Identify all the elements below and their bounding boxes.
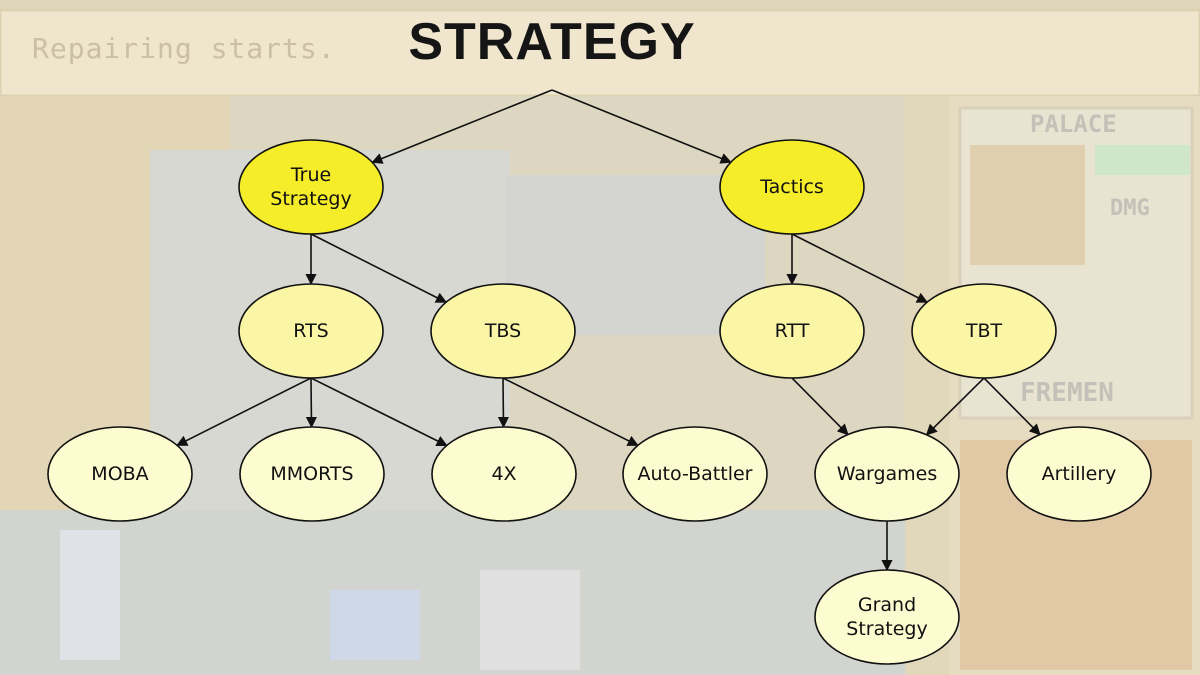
node-label-tbs: TBS [484,320,521,342]
node-ellipse-grand-strategy [814,569,960,665]
node-ellipse-moba [47,426,193,522]
edge-tbt-to-wargames [925,377,985,436]
node-wargames: Wargames [814,426,960,522]
node-ellipse-rtt [719,283,865,379]
node-label-artillery: Artillery [1042,463,1117,485]
edges [176,89,1041,572]
node-ellipse-tactics [719,139,865,235]
edge-tbs-to-auto-battler [502,377,639,447]
node-tactics: Tactics [719,139,865,235]
edge-title-to-true-strategy [371,89,553,164]
node-ellipse-wargames [814,426,960,522]
edge-rts-to-mmorts [305,377,318,429]
node-auto-battler: Auto-Battler [622,426,768,522]
node-ellipse-4x [431,426,577,522]
edge-true-strategy-to-tbs [310,233,448,303]
edge-tbs-to-4x [497,377,510,429]
node-label-wargames: Wargames [837,463,938,485]
node-label-4x: 4X [491,463,516,485]
node-ellipse-mmorts [239,426,385,522]
node-ellipse-rts [238,283,384,379]
node-moba: MOBA [47,426,193,522]
background-panel-title: PALACE [1030,110,1117,138]
node-rtt: RTT [719,283,865,379]
page-title: STRATEGY [408,13,696,71]
node-label-moba: MOBA [91,463,148,485]
edge-tbt-to-artillery [983,377,1041,436]
node-label-rtt: RTT [775,320,810,342]
node-label-rts: RTS [293,320,329,342]
node-label-grand-strategy: Strategy [846,618,927,640]
edge-title-to-tactics [551,89,732,164]
edge-tactics-to-tbt [791,233,929,303]
node-tbt: TBT [911,283,1057,379]
node-ellipse-tbs [430,283,576,379]
node-label-grand-strategy: Grand [858,594,916,616]
edge-rts-to-moba [176,377,312,447]
node-ellipse-artillery [1006,426,1152,522]
background-panel-unit: FREMEN [1020,378,1114,408]
node-label-tactics: Tactics [759,176,824,198]
node-ellipse-true-strategy [238,139,384,235]
background-status-text: Repairing starts. [32,32,336,65]
node-4x: 4X [431,426,577,522]
node-label-tbt: TBT [965,320,1003,342]
node-ellipse-auto-battler [622,426,768,522]
node-ellipse-tbt [911,283,1057,379]
node-artillery: Artillery [1006,426,1152,522]
node-label-true-strategy: Strategy [270,188,351,210]
node-label-mmorts: MMORTS [270,463,353,485]
node-tbs: TBS [430,283,576,379]
node-label-true-strategy: True [290,164,331,186]
edge-rts-to-4x [310,377,448,447]
node-rts: RTS [238,283,384,379]
edge-rtt-to-wargames [791,377,849,436]
background-panel-dmg: DMG [1110,196,1150,221]
node-label-auto-battler: Auto-Battler [637,463,752,485]
node-mmorts: MMORTS [239,426,385,522]
